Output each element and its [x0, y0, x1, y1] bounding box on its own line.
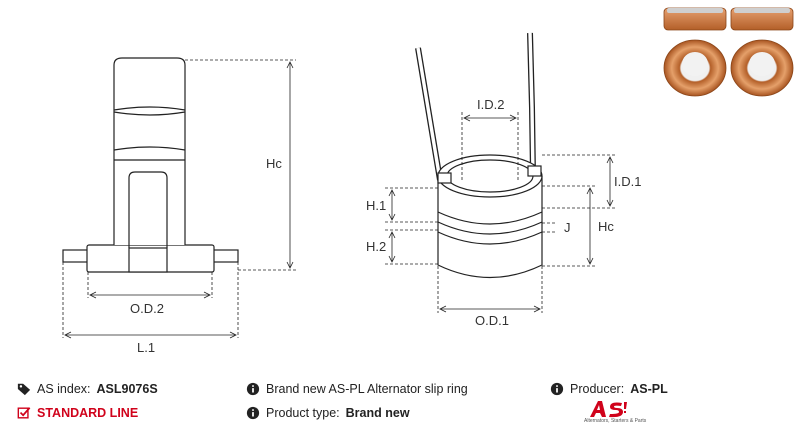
right-dimension-lines: [385, 112, 616, 313]
tag-icon: [17, 383, 31, 396]
dim-label-hc-right: Hc: [598, 219, 614, 234]
product-type-label: Product type:: [266, 406, 340, 420]
product-type-value: Brand new: [345, 406, 410, 420]
dim-label-h1: H.1: [366, 198, 386, 213]
dim-label-hc-left: Hc: [266, 156, 282, 171]
description-row: Brand new AS-PL Alternator slip ring: [246, 382, 468, 396]
info-icon: [246, 406, 260, 420]
perspective-view: [415, 32, 543, 278]
dim-label-od1: O.D.1: [475, 313, 509, 328]
product-type-row: Product type: Brand new: [246, 406, 410, 420]
side-view: [62, 57, 239, 273]
logo-tagline: Alternators, Starters & Parts: [584, 418, 647, 424]
dim-label-od2: O.D.2: [130, 301, 164, 316]
description-text: Brand new AS-PL Alternator slip ring: [266, 382, 468, 396]
checkbox-checked-icon: [17, 407, 31, 419]
standard-line-row: STANDARD LINE: [17, 406, 138, 420]
dim-label-h2: H.2: [366, 239, 386, 254]
producer-label: Producer:: [570, 382, 625, 396]
as-pl-logo: [590, 401, 627, 418]
dim-label-id2: I.D.2: [477, 97, 504, 112]
product-photo: [663, 7, 794, 97]
as-index-row: AS index: ASL9076S: [17, 382, 158, 396]
dim-label-j: J: [564, 220, 571, 235]
as-index-value: ASL9076S: [96, 382, 158, 396]
standard-line-label: STANDARD LINE: [37, 406, 139, 420]
as-index-label: AS index:: [37, 382, 91, 396]
info-icon: [246, 382, 260, 396]
dim-label-l1: L.1: [137, 340, 155, 355]
producer-value: AS-PL: [630, 382, 668, 396]
info-icon: [550, 382, 564, 396]
left-dimension-lines: [62, 59, 296, 339]
producer-row: Producer: AS-PL: [550, 382, 668, 396]
dim-label-id1: I.D.1: [614, 174, 641, 189]
